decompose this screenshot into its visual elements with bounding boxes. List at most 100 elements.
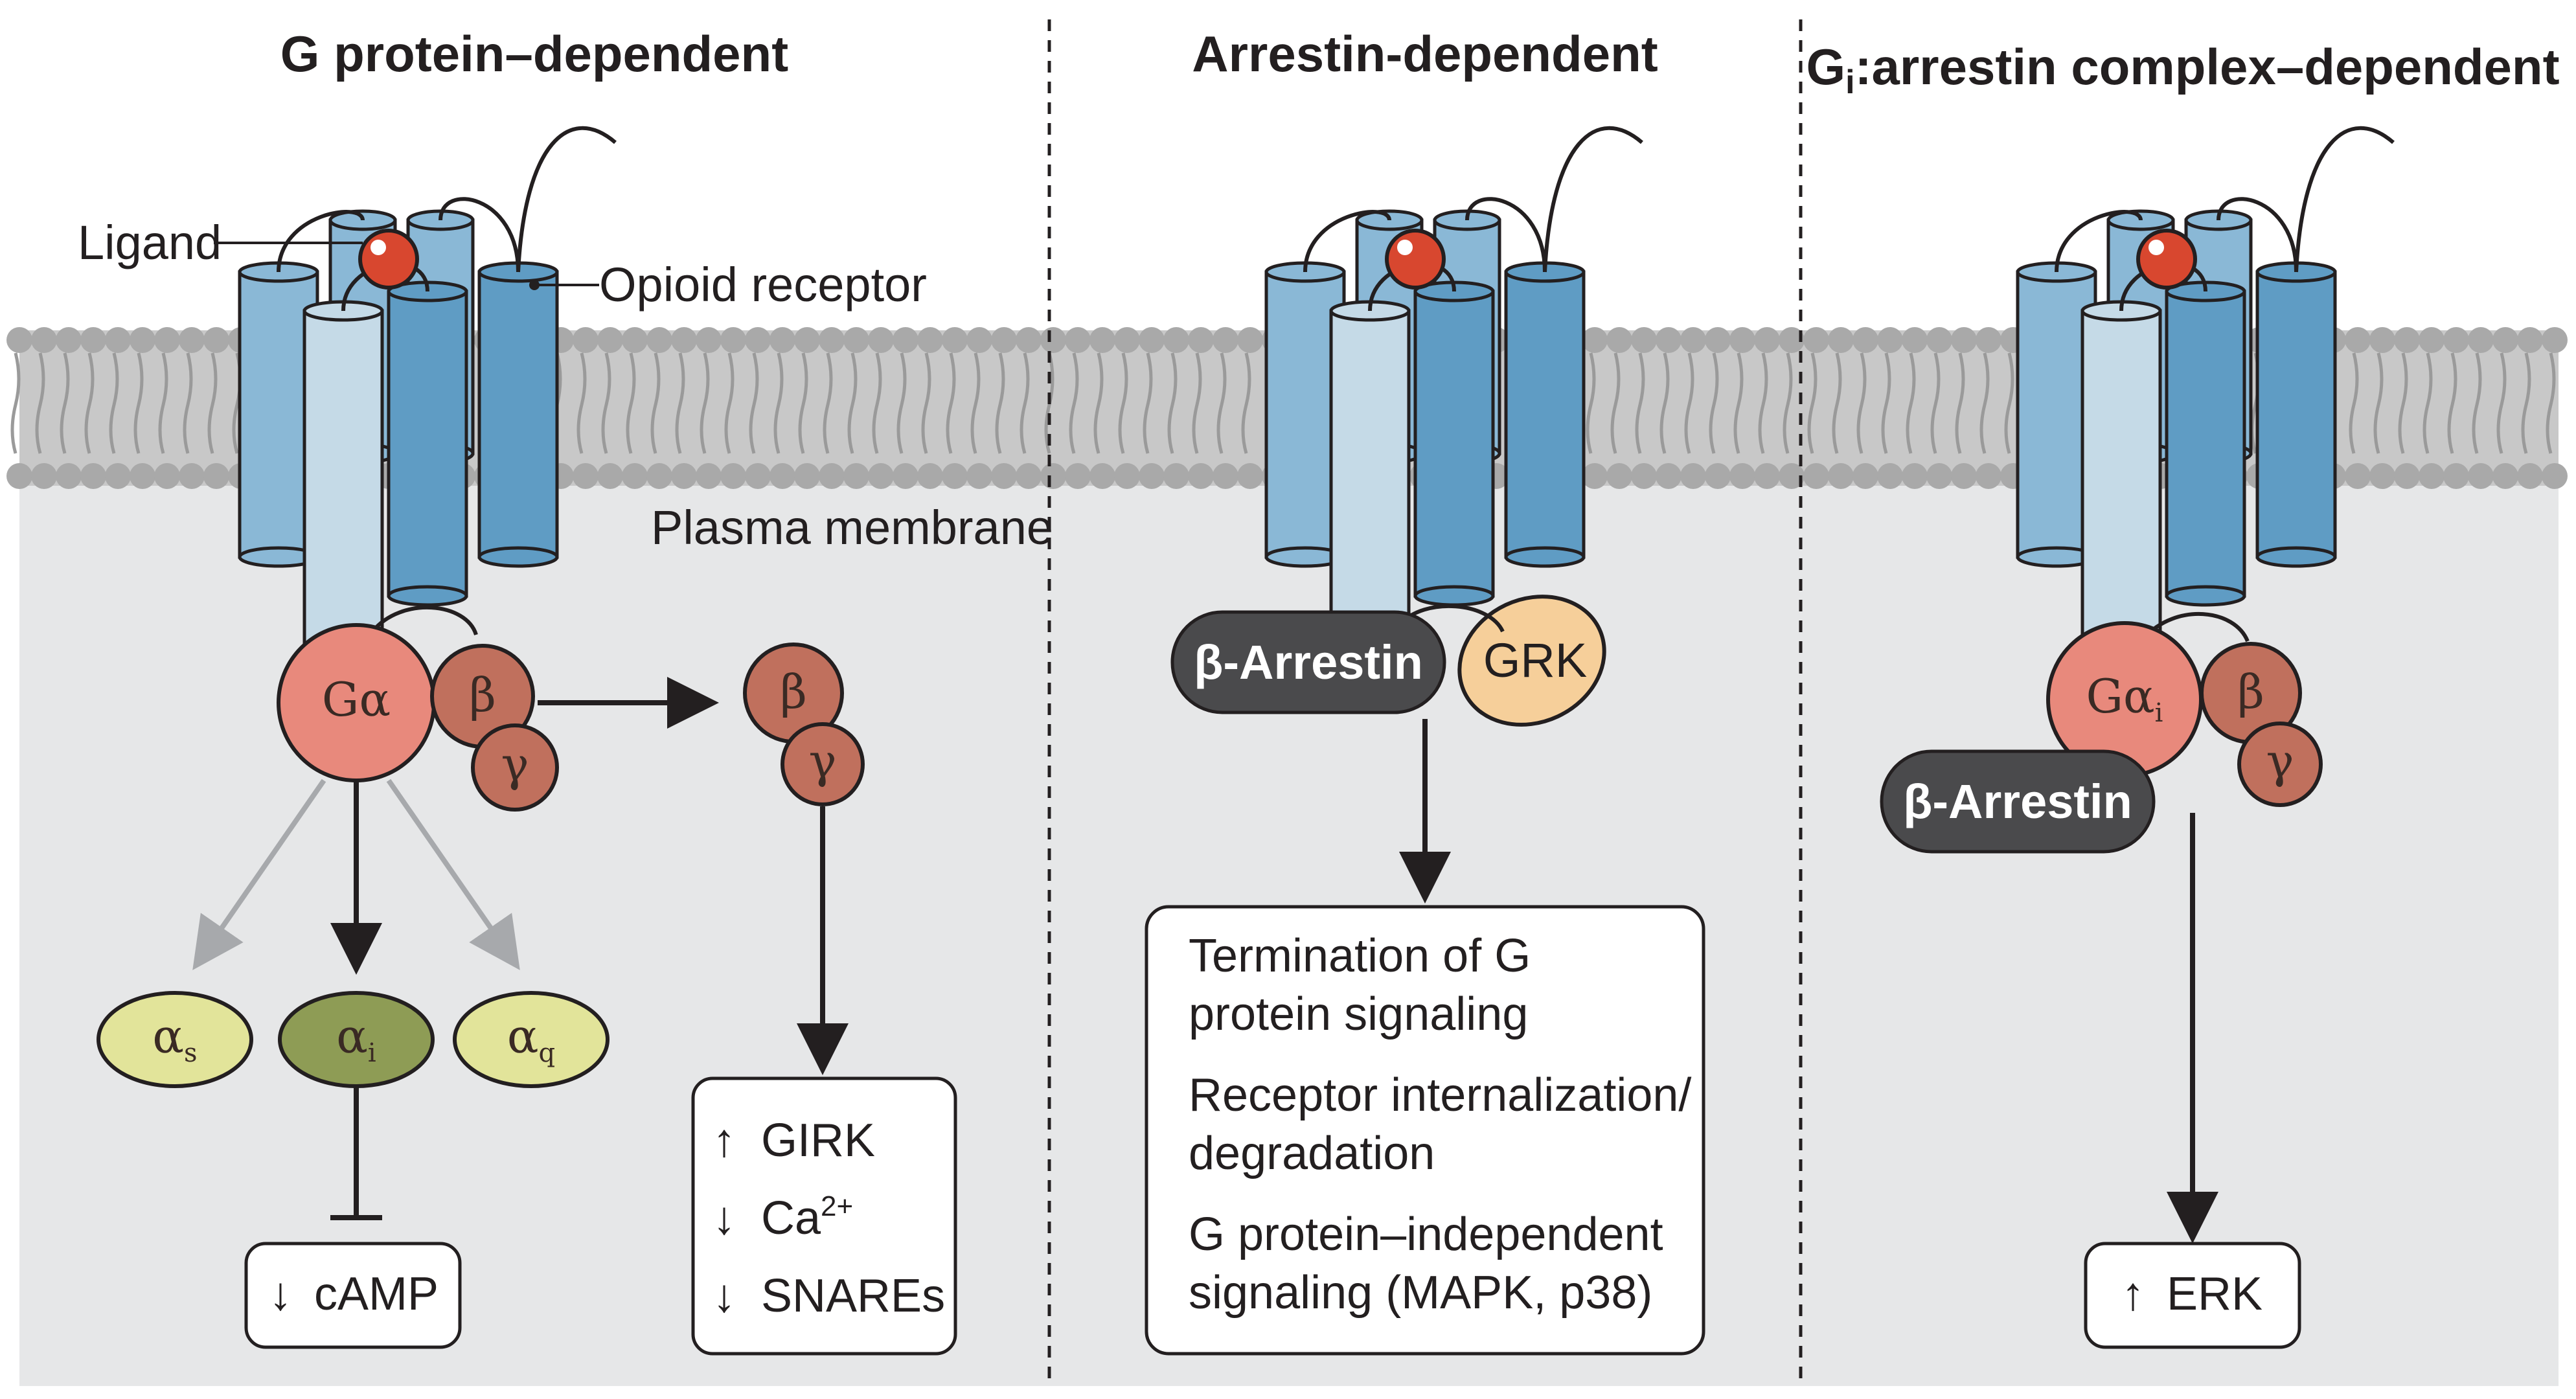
lipid-head-top bbox=[2542, 327, 2568, 353]
lipid-tail bbox=[970, 352, 981, 454]
lipid-head-bottom bbox=[1976, 463, 2001, 489]
lipid-head-top bbox=[843, 327, 869, 353]
snares-label: SNAREs bbox=[761, 1270, 945, 1322]
lipid-head-top bbox=[1139, 327, 1165, 353]
extracellular-loop-1 bbox=[277, 210, 365, 273]
lipid-head-top bbox=[893, 327, 918, 353]
beta-arrestin-panel2 bbox=[1170, 610, 1446, 714]
lipid-head-bottom bbox=[1680, 463, 1706, 489]
lipid-tail bbox=[626, 352, 636, 454]
helix-6-base bbox=[1413, 585, 1495, 607]
lipid-tail bbox=[1684, 352, 1694, 454]
effect-independent-line1: G protein–independent bbox=[1189, 1209, 1663, 1260]
lipid-tail bbox=[1093, 352, 1104, 454]
alpha-q-subunit bbox=[453, 991, 610, 1088]
lipid-head-top bbox=[2443, 327, 2469, 353]
lipid-head-top bbox=[794, 327, 820, 353]
g-alpha-linker bbox=[370, 605, 478, 636]
helix-6 bbox=[1413, 290, 1495, 598]
ligand-highlight bbox=[370, 240, 386, 255]
lipid-head-bottom bbox=[1828, 463, 1854, 489]
lipid-head-top bbox=[1877, 327, 1903, 353]
lipid-tail bbox=[1930, 352, 1941, 454]
lipid-tail bbox=[2546, 352, 2556, 454]
helix-front bbox=[1329, 309, 1411, 663]
lipid-head-bottom bbox=[2542, 463, 2568, 489]
helix-7 bbox=[2255, 270, 2337, 559]
lipid-head-top bbox=[696, 327, 722, 353]
lipid-head-top bbox=[622, 327, 648, 353]
lipid-tail bbox=[1832, 352, 1842, 454]
lipid-head-bottom bbox=[646, 463, 672, 489]
lipid-tail bbox=[724, 352, 735, 454]
lipid-head-top bbox=[6, 327, 32, 353]
lipid-head-top bbox=[819, 327, 845, 353]
lipid-head-bottom bbox=[130, 463, 155, 489]
helix-7-base bbox=[2255, 546, 2337, 568]
camp-box bbox=[244, 1242, 462, 1349]
lipid-head-top bbox=[1606, 327, 1632, 353]
lipid-tail bbox=[1955, 352, 1965, 454]
lipid-head-top bbox=[1705, 327, 1731, 353]
n-terminus bbox=[1543, 126, 1643, 273]
extracellular-loop-3 bbox=[2217, 197, 2298, 273]
lipid-head-bottom bbox=[966, 463, 992, 489]
lipid-tail bbox=[1979, 352, 1990, 454]
grk-label: GRK bbox=[1483, 633, 1587, 687]
lipid-tail bbox=[1586, 352, 1596, 454]
lipid-head-bottom bbox=[1139, 463, 1165, 489]
complex-beta-label: β bbox=[2237, 665, 2264, 719]
lipid-head-top bbox=[2394, 327, 2420, 353]
effect-independent-line2: signaling (MAPK, p38) bbox=[1189, 1267, 1652, 1319]
lipid-head-bottom bbox=[573, 463, 598, 489]
calcium-down-arrow: ↓ bbox=[712, 1192, 736, 1244]
alpha-q-label: αq bbox=[507, 1009, 555, 1068]
lipid-tail bbox=[2373, 352, 2384, 454]
lipid-head-bottom bbox=[1631, 463, 1657, 489]
calcium-label: Ca2+ bbox=[761, 1190, 853, 1244]
lipid-head-bottom bbox=[1606, 463, 1632, 489]
lipid-tail bbox=[576, 352, 587, 454]
lipid-tail bbox=[1044, 352, 1054, 454]
effect-termination-line1: Termination of G bbox=[1189, 930, 1531, 982]
lipid-head-bottom bbox=[31, 463, 57, 489]
g-alpha-i-label: Gαi bbox=[2086, 669, 2163, 728]
lipid-head-bottom bbox=[2443, 463, 2469, 489]
lipid-head-bottom bbox=[1754, 463, 1780, 489]
alpha-i-label: αi bbox=[336, 1009, 376, 1068]
lipid-head-bottom bbox=[2345, 463, 2371, 489]
lipid-tail bbox=[2349, 352, 2359, 454]
girk-up-arrow: ↑ bbox=[712, 1115, 736, 1166]
lipid-head-top bbox=[2492, 327, 2518, 353]
lipid-tail bbox=[2004, 352, 2014, 454]
lipid-tail bbox=[109, 352, 119, 454]
lipid-tail bbox=[10, 352, 21, 454]
lipid-head-top bbox=[154, 327, 180, 353]
lipid-head-top bbox=[1902, 327, 1928, 353]
lipid-head-top bbox=[1163, 327, 1189, 353]
lipid-head-top bbox=[769, 327, 795, 353]
panel-title-arrestin: Arrestin-dependent bbox=[1192, 25, 1658, 82]
lipid-tail bbox=[1192, 352, 1202, 454]
free-gamma-subunit bbox=[781, 722, 865, 806]
lipid-head-top bbox=[2345, 327, 2371, 353]
lipid-tail bbox=[1635, 352, 1645, 454]
n-terminus bbox=[2294, 126, 2395, 273]
lipid-tail bbox=[1118, 352, 1128, 454]
alpha-q-arrow bbox=[386, 779, 520, 970]
lipid-head-top bbox=[1951, 327, 1977, 353]
lipid-head-bottom bbox=[203, 463, 229, 489]
lipid-head-bottom bbox=[1729, 463, 1755, 489]
ligand bbox=[1385, 229, 1446, 290]
lipid-tail bbox=[995, 352, 1005, 454]
lipid-head-top bbox=[1680, 327, 1706, 353]
camp-down-arrow: ↓ bbox=[269, 1268, 292, 1320]
lipid-tail bbox=[1020, 352, 1030, 454]
lipid-head-bottom bbox=[917, 463, 943, 489]
alpha-s-subunit bbox=[97, 991, 253, 1088]
lipid-head-top bbox=[917, 327, 943, 353]
lipid-head-bottom bbox=[868, 463, 894, 489]
lipid-head-bottom bbox=[1902, 463, 1928, 489]
lipid-tail bbox=[158, 352, 168, 454]
extracellular-loop-1 bbox=[1303, 210, 1391, 273]
